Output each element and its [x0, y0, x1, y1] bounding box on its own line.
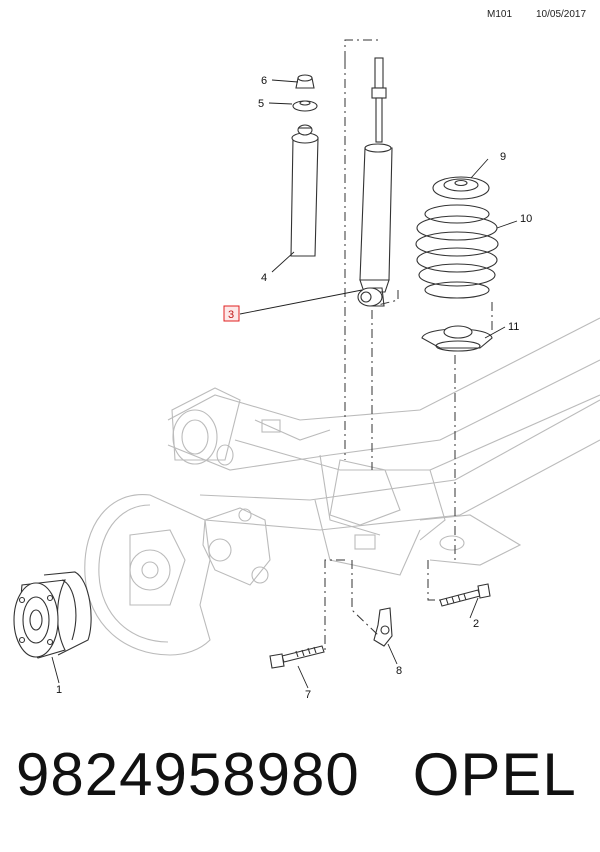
nut — [295, 74, 315, 89]
diagram-code: M101 — [487, 9, 513, 20]
exploded-parts-diagram: 6 5 4 3 9 10 11 2 8 7 1 — [13, 39, 600, 701]
footer-caption: 9824958980 OPEL — [16, 745, 577, 805]
callout-8[interactable]: 8 — [396, 665, 402, 677]
knuckle — [202, 507, 271, 586]
callout-7[interactable]: 7 — [305, 689, 311, 701]
callout-1[interactable]: 1 — [56, 684, 62, 696]
diagram-date: 10/05/2017 — [536, 9, 587, 20]
assembly-lines — [324, 39, 493, 650]
callout-3-highlight — [223, 305, 240, 322]
callout-3[interactable]: 3 — [228, 309, 234, 321]
dust-cover — [290, 124, 319, 257]
upper-spring-seat — [432, 176, 490, 200]
wheel-hub — [13, 571, 92, 659]
callout-4[interactable]: 4 — [261, 272, 267, 284]
callout-5[interactable]: 5 — [258, 98, 264, 110]
callouts: 6 5 4 3 9 10 11 2 8 7 1 — [56, 75, 532, 701]
callout-2[interactable]: 2 — [473, 618, 479, 630]
bolt-2 — [439, 583, 491, 607]
coil-spring — [415, 204, 499, 299]
bolt-7 — [269, 645, 325, 669]
callout-6[interactable]: 6 — [261, 75, 267, 87]
bracket — [373, 607, 393, 647]
callout-10[interactable]: 10 — [520, 213, 532, 225]
part-number: 9824958980 — [16, 741, 360, 808]
callout-9[interactable]: 9 — [500, 151, 506, 163]
leader-lines — [51, 79, 518, 689]
rear-axle-beam — [167, 317, 600, 576]
washer — [292, 100, 318, 112]
callout-11[interactable]: 11 — [508, 321, 519, 333]
shock-absorber — [357, 57, 393, 307]
lower-spring-seat — [421, 325, 493, 352]
brand-name: OPEL — [412, 741, 577, 808]
brake-backing-plate — [84, 494, 211, 656]
